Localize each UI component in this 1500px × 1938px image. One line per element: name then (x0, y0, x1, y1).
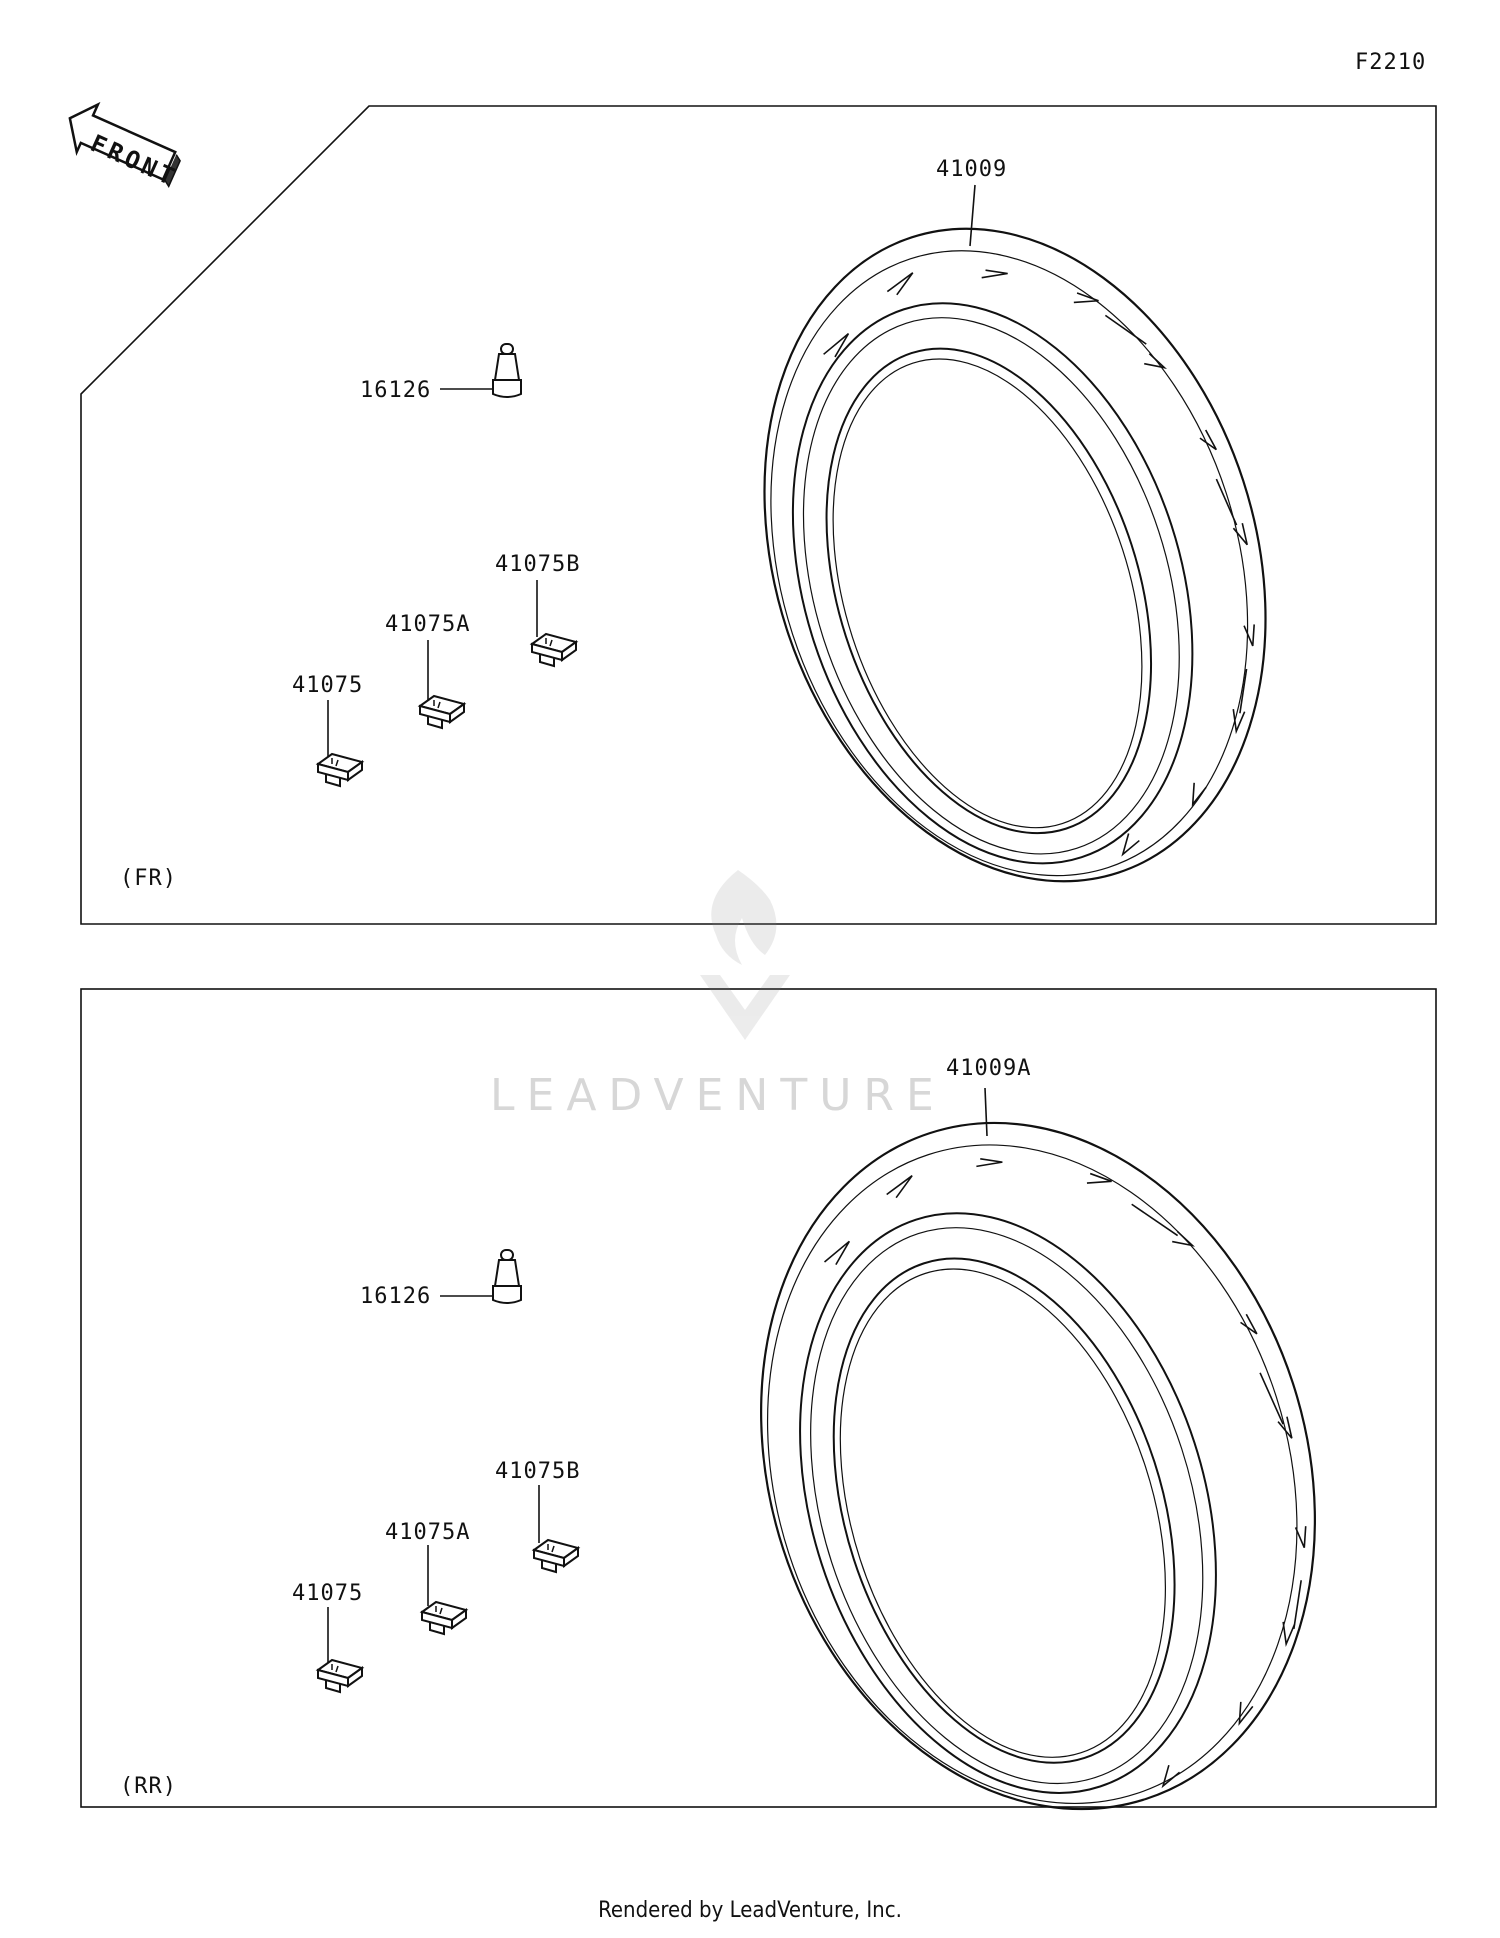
weight-41075b-fr (531, 633, 577, 667)
part-label-tire-fr: 41009 (936, 157, 1008, 182)
front-direction-arrow (68, 101, 181, 188)
leader-tire-rr (984, 1087, 988, 1137)
tire-front (763, 227, 1267, 883)
footer-credit: Rendered by LeadVenture, Inc. (598, 1898, 902, 1923)
leadventure-watermark-logo (700, 870, 790, 1040)
part-label-tire-rr: 41009A (946, 1056, 1032, 1081)
front-panel-border (80, 105, 1437, 925)
watermark-text: LEADVENTURE (490, 1070, 946, 1121)
tire-rear (760, 1121, 1316, 1811)
panel-label-fr: (FR) (120, 866, 177, 891)
weight-41075-fr (317, 753, 363, 787)
part-label-valve-fr: 16126 (360, 378, 432, 403)
part-label-weight-b-rr: 41075B (495, 1459, 581, 1484)
rear-panel-border (80, 988, 1437, 1808)
valve-stem-fr (492, 343, 522, 398)
leader-tire-fr (969, 184, 976, 247)
part-label-weight-fr: 41075 (292, 673, 364, 698)
valve-stem-rr (492, 1249, 522, 1304)
part-label-valve-rr: 16126 (360, 1284, 432, 1309)
weight-41075a-rr (421, 1601, 467, 1635)
weight-41075a-fr (419, 695, 465, 729)
part-label-weight-rr: 41075 (292, 1581, 364, 1606)
part-label-weight-a-fr: 41075A (385, 612, 471, 637)
part-label-weight-a-rr: 41075A (385, 1520, 471, 1545)
diagram-code: F2210 (1355, 50, 1427, 75)
weight-41075-rr (317, 1659, 363, 1693)
part-label-weight-b-fr: 41075B (495, 552, 581, 577)
panel-label-rr: (RR) (120, 1774, 177, 1799)
weight-41075b-rr (533, 1539, 579, 1573)
